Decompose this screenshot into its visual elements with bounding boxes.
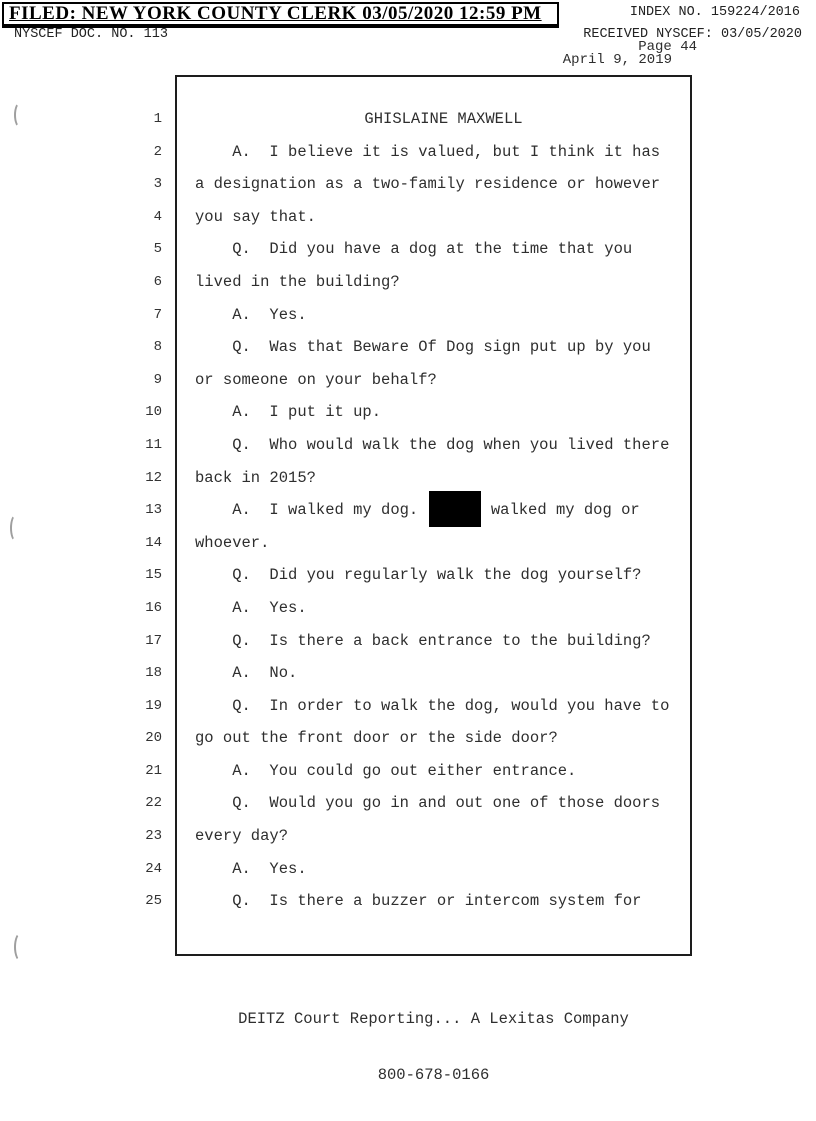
transcript-line: 14 whoever. bbox=[120, 527, 692, 560]
line-number: 14 bbox=[145, 534, 162, 551]
line-number: 16 bbox=[145, 599, 162, 616]
transcript-line: 16 A. Yes. bbox=[120, 592, 692, 625]
line-number: 3 bbox=[153, 176, 162, 193]
transcript-line-text: back in 2015? bbox=[195, 468, 316, 487]
transcript-line: 25 Q. Is there a buzzer or intercom syst… bbox=[120, 885, 692, 918]
scan-artifact bbox=[14, 102, 26, 128]
transcript-line: 10 A. I put it up. bbox=[120, 396, 692, 429]
reporter-phone: 800-678-0166 bbox=[377, 1065, 490, 1084]
filed-banner: FILED: NEW YORK COUNTY CLERK 03/05/2020 … bbox=[2, 2, 559, 28]
line-number: 13 bbox=[145, 502, 162, 519]
transcript-line-text: Q. Did you regularly walk the dog yourse… bbox=[195, 566, 642, 585]
transcript-line-text: whoever. bbox=[195, 533, 270, 552]
line-number: 25 bbox=[145, 893, 162, 910]
transcript-line: 8 Q. Was that Beware Of Dog sign put up … bbox=[120, 331, 692, 364]
line-number: 9 bbox=[153, 371, 162, 388]
transcript-line-text: A. Yes. bbox=[195, 859, 307, 878]
transcript-line: 2 A. I believe it is valued, but I think… bbox=[120, 136, 692, 169]
transcript-line-text: Q. In order to walk the dog, would you h… bbox=[195, 696, 670, 715]
line-number: 15 bbox=[145, 567, 162, 584]
transcript-line: 17 Q. Is there a back entrance to the bu… bbox=[120, 625, 692, 658]
transcript-line-text: lived in the building? bbox=[195, 272, 400, 291]
transcript-line-text: Q. Is there a back entrance to the build… bbox=[195, 631, 651, 650]
transcript-line: 19 Q. In order to walk the dog, would yo… bbox=[120, 690, 692, 723]
transcript-line: 24 A. Yes. bbox=[120, 853, 692, 886]
transcript-line: 13 A. I walked my dog. walked my dog or bbox=[120, 491, 692, 528]
transcript-line: 5 Q. Did you have a dog at the time that… bbox=[120, 233, 692, 266]
index-number: INDEX NO. 159224/2016 bbox=[629, 5, 800, 20]
transcript-line-text: or someone on your behalf? bbox=[195, 370, 437, 389]
transcript-line: 3 a designation as a two-family residence… bbox=[120, 168, 692, 201]
line-number: 1 bbox=[153, 111, 162, 127]
page-number: Page 44 bbox=[638, 39, 697, 55]
nyscef-doc-number: NYSCEF DOC. NO. 113 bbox=[14, 27, 168, 42]
reporter-name: DEITZ Court Reporting... A Lexitas Compa… bbox=[238, 1010, 629, 1028]
transcript-line-text: A. I walked my dog. walked my dog or bbox=[195, 491, 692, 528]
transcript-line: 7 A. Yes. bbox=[120, 299, 692, 332]
transcript-line: 20 go out the front door or the side door… bbox=[120, 722, 692, 755]
redaction-box bbox=[428, 491, 481, 528]
line-number: 4 bbox=[153, 208, 162, 225]
transcript-line-text: a designation as a two-family residence … bbox=[195, 175, 661, 194]
court-filing-page: FILED: NEW YORK COUNTY CLERK 03/05/2020 … bbox=[2, 2, 802, 1084]
line-number: 17 bbox=[145, 632, 162, 649]
line-number: 6 bbox=[153, 273, 162, 290]
transcript-line: 4 you say that. bbox=[120, 201, 692, 234]
transcript-line-text: A. Yes. bbox=[195, 305, 307, 324]
transcript-line-text: A. No. bbox=[195, 664, 298, 683]
transcript-line-text: every day? bbox=[195, 827, 289, 846]
transcript-line: 15 Q. Did you regularly walk the dog you… bbox=[120, 559, 692, 592]
transcript-line: 6 lived in the building? bbox=[120, 266, 692, 299]
scan-artifact bbox=[14, 932, 28, 962]
line-number: 12 bbox=[145, 469, 162, 486]
transcript-line-text: go out the front door or the side door? bbox=[195, 729, 558, 748]
transcript-line: 23 every day? bbox=[120, 820, 692, 853]
line-number: 19 bbox=[145, 697, 162, 714]
line-number: 11 bbox=[145, 436, 162, 453]
scan-artifact bbox=[10, 514, 22, 542]
transcript-line: 1 GHISLAINE MAXWELL bbox=[120, 103, 692, 136]
transcript-line-text: A. Yes. bbox=[195, 598, 307, 617]
transcript-line: 22 Q. Would you go in and out one of tho… bbox=[120, 787, 692, 820]
transcript-line-text: A. You could go out either entrance. bbox=[195, 761, 577, 780]
line-number: 24 bbox=[145, 860, 162, 877]
line-number: 8 bbox=[153, 339, 162, 356]
line-number: 22 bbox=[145, 795, 162, 812]
transcript-line-text: GHISLAINE MAXWELL bbox=[364, 110, 523, 128]
line-number: 21 bbox=[145, 762, 162, 779]
transcript-line: 11 Q. Who would walk the dog when you li… bbox=[120, 429, 692, 462]
transcript-area: 1 GHISLAINE MAXWELL 2 A. I believe it is v… bbox=[120, 75, 692, 956]
transcript-line-text: Q. Was that Beware Of Dog sign put up by… bbox=[195, 338, 651, 357]
line-number: 5 bbox=[153, 241, 162, 258]
filed-banner-text: FILED: NEW YORK COUNTY CLERK 03/05/2020 … bbox=[9, 3, 542, 24]
transcript-line: 12 back in 2015? bbox=[120, 462, 692, 495]
line-number: 10 bbox=[145, 404, 162, 421]
transcript-line-text: Q. Would you go in and out one of those … bbox=[195, 794, 661, 813]
received-nyscef-date: RECEIVED NYSCEF: 03/05/2020 bbox=[583, 27, 802, 42]
transcript-line-text: Q. Who would walk the dog when you lived… bbox=[195, 435, 670, 454]
transcript-line: 18 A. No. bbox=[120, 657, 692, 690]
line-number: 2 bbox=[153, 143, 162, 160]
line-number: 7 bbox=[153, 306, 162, 323]
reporter-footer: DEITZ Court Reporting... A Lexitas Compa… bbox=[175, 973, 692, 1121]
line-number: 23 bbox=[145, 828, 162, 845]
transcript-line-text: Q. Did you have a dog at the time that y… bbox=[195, 240, 633, 259]
transcript-line-text: you say that. bbox=[195, 207, 316, 226]
transcript-line: 9 or someone on your behalf? bbox=[120, 364, 692, 397]
line-number: 18 bbox=[145, 665, 162, 682]
transcript-line-text: Q. Is there a buzzer or intercom system … bbox=[195, 892, 642, 911]
transcript-lines: 1 GHISLAINE MAXWELL 2 A. I believe it is v… bbox=[120, 103, 692, 918]
transcript-line: 21 A. You could go out either entrance. bbox=[120, 755, 692, 788]
line-number: 20 bbox=[145, 730, 162, 747]
transcript-line-text: A. I believe it is valued, but I think i… bbox=[195, 142, 661, 161]
transcript-date: April 9, 2019 bbox=[562, 52, 672, 68]
transcript-line-text: A. I put it up. bbox=[195, 403, 382, 422]
transcript-box-border bbox=[175, 75, 692, 956]
